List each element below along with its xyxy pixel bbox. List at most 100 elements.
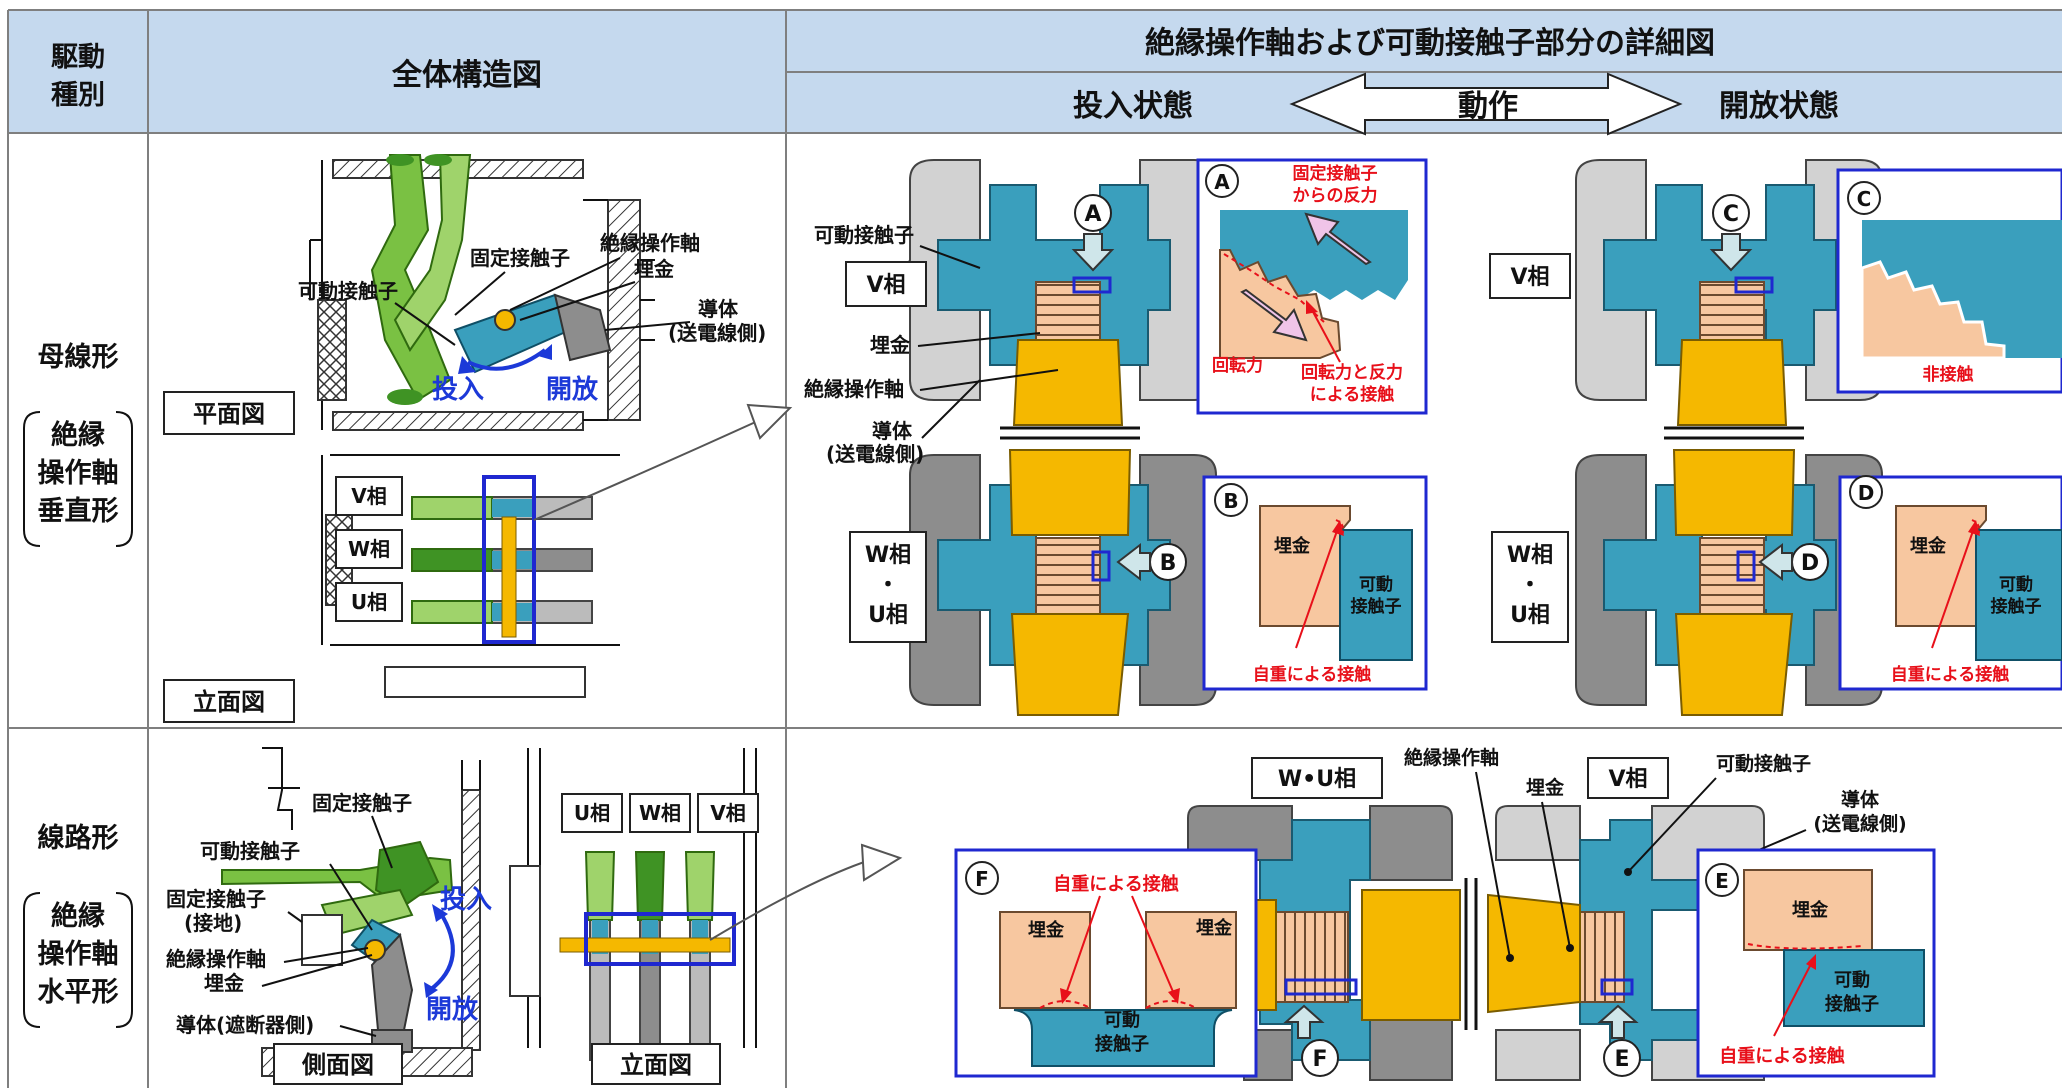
- row2-detail-shaft: 絶縁操作軸: [1404, 746, 1499, 769]
- row1-detail-movable: 可動接触子: [814, 223, 914, 247]
- row1-open-v-phase: V相: [1510, 265, 1549, 290]
- row2-label-movable: 可動接触子: [200, 839, 300, 863]
- detail-D-embed: 埋金: [1910, 535, 1947, 557]
- detail-D-movable-2: 接触子: [1991, 596, 2042, 617]
- row1-detail-wu-1: W相: [865, 543, 911, 568]
- row2-label-close: 投入: [440, 885, 492, 915]
- row2-phase-u: U相: [574, 801, 610, 825]
- row1-marker-D: D: [1801, 551, 1819, 576]
- detail-C-note: 非接触: [1923, 364, 1974, 385]
- header-col2: 全体構造図: [391, 58, 542, 93]
- row1-label-conductor-1: 導体: [698, 297, 739, 321]
- detail-D-movable-1: 可動: [1999, 574, 2033, 595]
- row1-detail-closed: A B 可動接触子 V相 埋金 絶縁操作軸 導体 (送電線側) W相 ・ U相 …: [804, 158, 1428, 716]
- row2-elev-rods: [559, 851, 731, 1061]
- row1-phase-w: W相: [348, 537, 390, 561]
- row1-phase-v: V相: [351, 484, 386, 508]
- detail-A-contact-1: 回転力と反力: [1301, 362, 1403, 383]
- row2-type: 線路形 絶縁 操作軸 水平形: [23, 822, 133, 1028]
- row2-label-conductor: 導体(遮断器側): [176, 1013, 314, 1037]
- row2-detail-embed: 埋金: [1526, 776, 1565, 799]
- header-col3-title: 絶縁操作軸および可動接触子部分の詳細図: [1145, 26, 1715, 61]
- row1-marker-C: C: [1723, 202, 1739, 227]
- row1-elevation-view: V相 W相 U相 立面図: [163, 403, 793, 723]
- header-state-closed: 投入状態: [1073, 89, 1193, 124]
- table-grid: [7, 9, 2062, 1088]
- row2-detail: F E W•U相 V相 絶縁操作軸 埋金 可動接触子 導体 (送電線側) F 自…: [954, 746, 1936, 1081]
- row2-elevation-view: U相 W相 V相 立面図: [509, 748, 903, 1085]
- detail-A-reaction-2: からの反力: [1293, 185, 1378, 206]
- detail-D-note: 自重による接触: [1891, 664, 2010, 685]
- header-col1-line2: 種別: [51, 80, 105, 111]
- row1-label-embed: 埋金: [634, 257, 675, 281]
- row1-open-wu-1: W相: [1507, 543, 1553, 568]
- header-state-open: 開放状態: [1719, 89, 1839, 124]
- row1-open-wu-3: U相: [1510, 603, 1550, 628]
- row1-detail-conductor-2: (送電線側): [826, 442, 924, 466]
- action-double-arrow: [1289, 72, 1683, 136]
- row2-phase-w: W相: [639, 801, 681, 825]
- row1-detail-open: C D V相 W相 ・ U相 C 非接触 D 埋金 可動 接触子 自重による接触: [1489, 159, 2062, 716]
- row2-detail-wu-phase: W•U相: [1278, 767, 1356, 792]
- detail-F-embed-right: 埋金: [1196, 917, 1233, 939]
- row1-label-shaft: 絶縁操作軸: [600, 231, 700, 255]
- row2-detail-movable: 可動接触子: [1716, 752, 1811, 775]
- row1-type-sub-3: 垂直形: [38, 496, 119, 527]
- detail-A-rotation: 回転力: [1212, 355, 1263, 376]
- row2-label-fixed: 固定接触子: [312, 791, 412, 815]
- row1-plan-label: 平面図: [193, 400, 265, 428]
- detail-E-movable-2: 接触子: [1825, 993, 1879, 1015]
- detail-E-movable-1: 可動: [1834, 969, 1870, 991]
- detail-E-embed: 埋金: [1792, 899, 1829, 921]
- row1-type: 母線形 絶縁 操作軸 垂直形: [23, 341, 133, 547]
- row1-elev-label: 立面図: [193, 688, 265, 716]
- row2-side-view: 固定接触子 可動接触子 固定接触子 (接地) 絶縁操作軸 埋金 導体(遮断器側)…: [166, 747, 492, 1085]
- header: 駆動 種別 全体構造図 絶縁操作軸および可動接触子部分の詳細図 投入状態 動作 …: [51, 26, 1839, 136]
- detail-B-movable-2: 接触子: [1351, 596, 1402, 617]
- row1-detail-embed: 埋金: [870, 333, 911, 357]
- detail-D-letter: D: [1858, 481, 1875, 505]
- row1-label-fixed: 固定接触子: [470, 246, 570, 270]
- detail-B-letter: B: [1223, 489, 1238, 513]
- row2-label-shaft: 絶縁操作軸: [166, 947, 266, 971]
- row2-marker-E: E: [1614, 1047, 1629, 1072]
- detail-F-movable-2: 接触子: [1095, 1033, 1149, 1055]
- row2-marker-F: F: [1312, 1047, 1327, 1072]
- row2-elev-label: 立面図: [620, 1051, 692, 1079]
- row2-detail-conductor-2: (送電線側): [1813, 812, 1906, 835]
- row1-detail-wu-2: ・: [877, 573, 899, 598]
- detail-A-letter: A: [1214, 170, 1230, 194]
- row2-type-sub-1: 絶縁: [51, 900, 105, 932]
- row1-type-sub-2: 操作軸: [38, 458, 119, 489]
- row1-phase-u: U相: [351, 590, 387, 614]
- row1-marker-A: A: [1084, 202, 1101, 227]
- detail-B-note: 自重による接触: [1253, 664, 1372, 685]
- detail-C-letter: C: [1857, 187, 1872, 211]
- row1-label-open: 開放: [546, 374, 599, 405]
- row2-type-sub-2: 操作軸: [38, 939, 119, 970]
- row1-detail-shaft: 絶縁操作軸: [804, 377, 904, 401]
- detail-F-movable-1: 可動: [1104, 1009, 1140, 1031]
- detail-B-embed: 埋金: [1274, 535, 1311, 557]
- detail-B-movable-1: 可動: [1359, 574, 1393, 595]
- row1-type-sub-1: 絶縁: [51, 419, 105, 451]
- row1-detail-v-phase: V相: [866, 273, 905, 298]
- row1-type-bracket-right: [115, 411, 133, 547]
- detail-A-contact-2: による接触: [1310, 384, 1395, 405]
- row2-label-fixed-ground-2: (接地): [184, 911, 242, 935]
- row1-detail-wu-3: U相: [868, 603, 908, 628]
- row2-detail-conductor-1: 導体: [1841, 788, 1880, 811]
- row1-type-main: 母線形: [38, 341, 119, 373]
- row2-label-embed: 埋金: [204, 971, 245, 995]
- row1-plan-view: 固定接触子 絶縁操作軸 埋金 可動接触子 導体 (送電線側) 投入 開放 平面図: [163, 154, 766, 435]
- row1-label-close: 投入: [432, 375, 484, 405]
- row2-label-fixed-ground-1: 固定接触子: [166, 887, 266, 911]
- detail-F-letter: F: [975, 867, 989, 891]
- row1-type-bracket-left: [23, 411, 41, 547]
- row2-type-main: 線路形: [38, 822, 119, 854]
- detail-A-reaction-1: 固定接触子: [1293, 163, 1378, 184]
- row1-open-wu-2: ・: [1519, 573, 1541, 598]
- row1-detail-conductor-1: 導体: [872, 419, 913, 443]
- header-action: 動作: [1458, 89, 1518, 124]
